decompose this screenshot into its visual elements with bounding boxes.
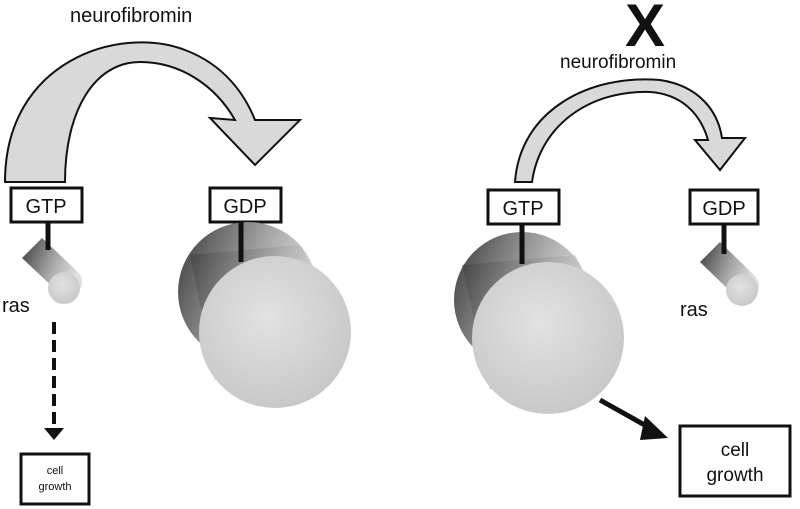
left-gdp-label: GDP xyxy=(223,196,266,218)
left-ras-large-cylinder xyxy=(178,222,351,408)
left-gtp-label: GTP xyxy=(25,196,66,218)
right-cell-label: cell xyxy=(721,440,750,461)
left-ras-label: ras xyxy=(2,295,30,317)
left-ras-small-cylinder xyxy=(22,238,83,304)
left-neurofibromin-label: neurofibromin xyxy=(70,5,192,27)
left-growth-label: growth xyxy=(38,481,71,493)
right-ras-label: ras xyxy=(680,299,708,321)
right-conversion-arrow-inhibited xyxy=(513,78,748,183)
right-ras-large-cylinder xyxy=(454,232,624,414)
left-cell-label: cell xyxy=(47,465,64,477)
left-gdp-box xyxy=(208,186,283,224)
left-panel: neurofibromin GTP ras cell growth GDP xyxy=(2,5,351,506)
blocked-x-mark: X xyxy=(625,0,665,59)
right-cell-growth-box xyxy=(678,424,792,498)
right-gdp-label: GDP xyxy=(702,198,745,220)
right-growth-arrow xyxy=(598,397,652,431)
right-gdp-box xyxy=(688,188,760,226)
right-growth-label: growth xyxy=(706,465,763,486)
left-cell-growth-box xyxy=(19,452,91,506)
right-growth-arrowhead xyxy=(640,416,668,440)
left-conversion-arrow xyxy=(3,41,303,183)
right-ras-small-cylinder xyxy=(700,242,760,306)
right-gtp-label: GTP xyxy=(502,198,543,220)
right-panel: X neurofibromin GTP cell growth GDP ras xyxy=(454,0,792,498)
right-neurofibromin-label: neurofibromin xyxy=(560,52,676,73)
left-dashed-arrowhead xyxy=(44,428,64,440)
